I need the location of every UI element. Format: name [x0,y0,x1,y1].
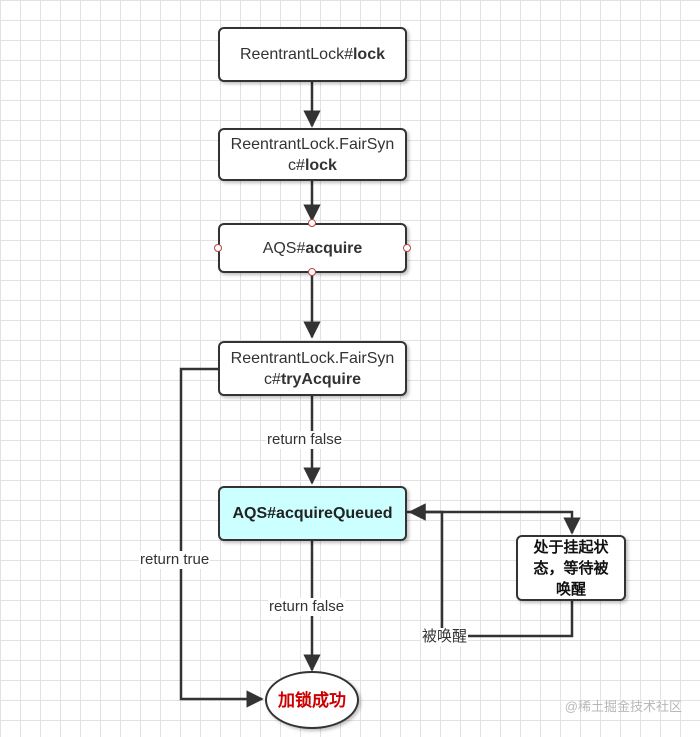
edge-label-return-true: return true [139,551,211,569]
selection-handle-bottom[interactable] [308,268,316,276]
node-reentrantlock-lock[interactable]: ReentrantLock#lock [218,27,407,82]
edge-label-return-false-queued: return false [268,598,346,616]
node-fairsync-tryacquire[interactable]: ReentrantLock.FairSync#tryAcquire [218,341,407,396]
node-text-prefix: ReentrantLock# [240,46,353,63]
node-aqs-acquire[interactable]: AQS#acquire [218,223,407,273]
node-text-bold: acquire [305,239,363,257]
selection-handle-left[interactable] [214,244,222,252]
node-lock-success[interactable]: 加锁成功 [265,671,359,729]
selection-handle-right[interactable] [403,244,411,252]
edge-tryacquire-to-success [179,367,264,708]
node-suspended-waiting[interactable]: 处于挂起状态，等待被唤醒 [516,535,626,601]
node-text: 处于挂起状态，等待被唤醒 [533,538,609,598]
node-text-bold: lock [352,46,385,63]
node-text-prefix: AQS# [262,239,306,257]
node-text-bold: tryAcquire [280,370,361,388]
node-text-prefix: ReentrantLock.FairSync# [230,135,395,174]
node-fairsync-lock[interactable]: ReentrantLock.FairSync#lock [218,128,407,181]
node-text-bold: AQS#acquireQueued [232,505,393,522]
selection-handle-top[interactable] [308,219,316,227]
watermark-text: @稀土掘金技术社区 [564,699,682,714]
node-text: 加锁成功 [278,690,346,710]
edge-label-return-false-try: return false [266,431,344,449]
node-text-bold: lock [304,156,337,174]
edge-label-woken: 被唤醒 [421,628,469,646]
node-aqs-acquirequeued[interactable]: AQS#acquireQueued [218,486,407,541]
edge-queued-to-suspended [407,510,581,535]
node-text-prefix: ReentrantLock.FairSync# [230,349,395,388]
